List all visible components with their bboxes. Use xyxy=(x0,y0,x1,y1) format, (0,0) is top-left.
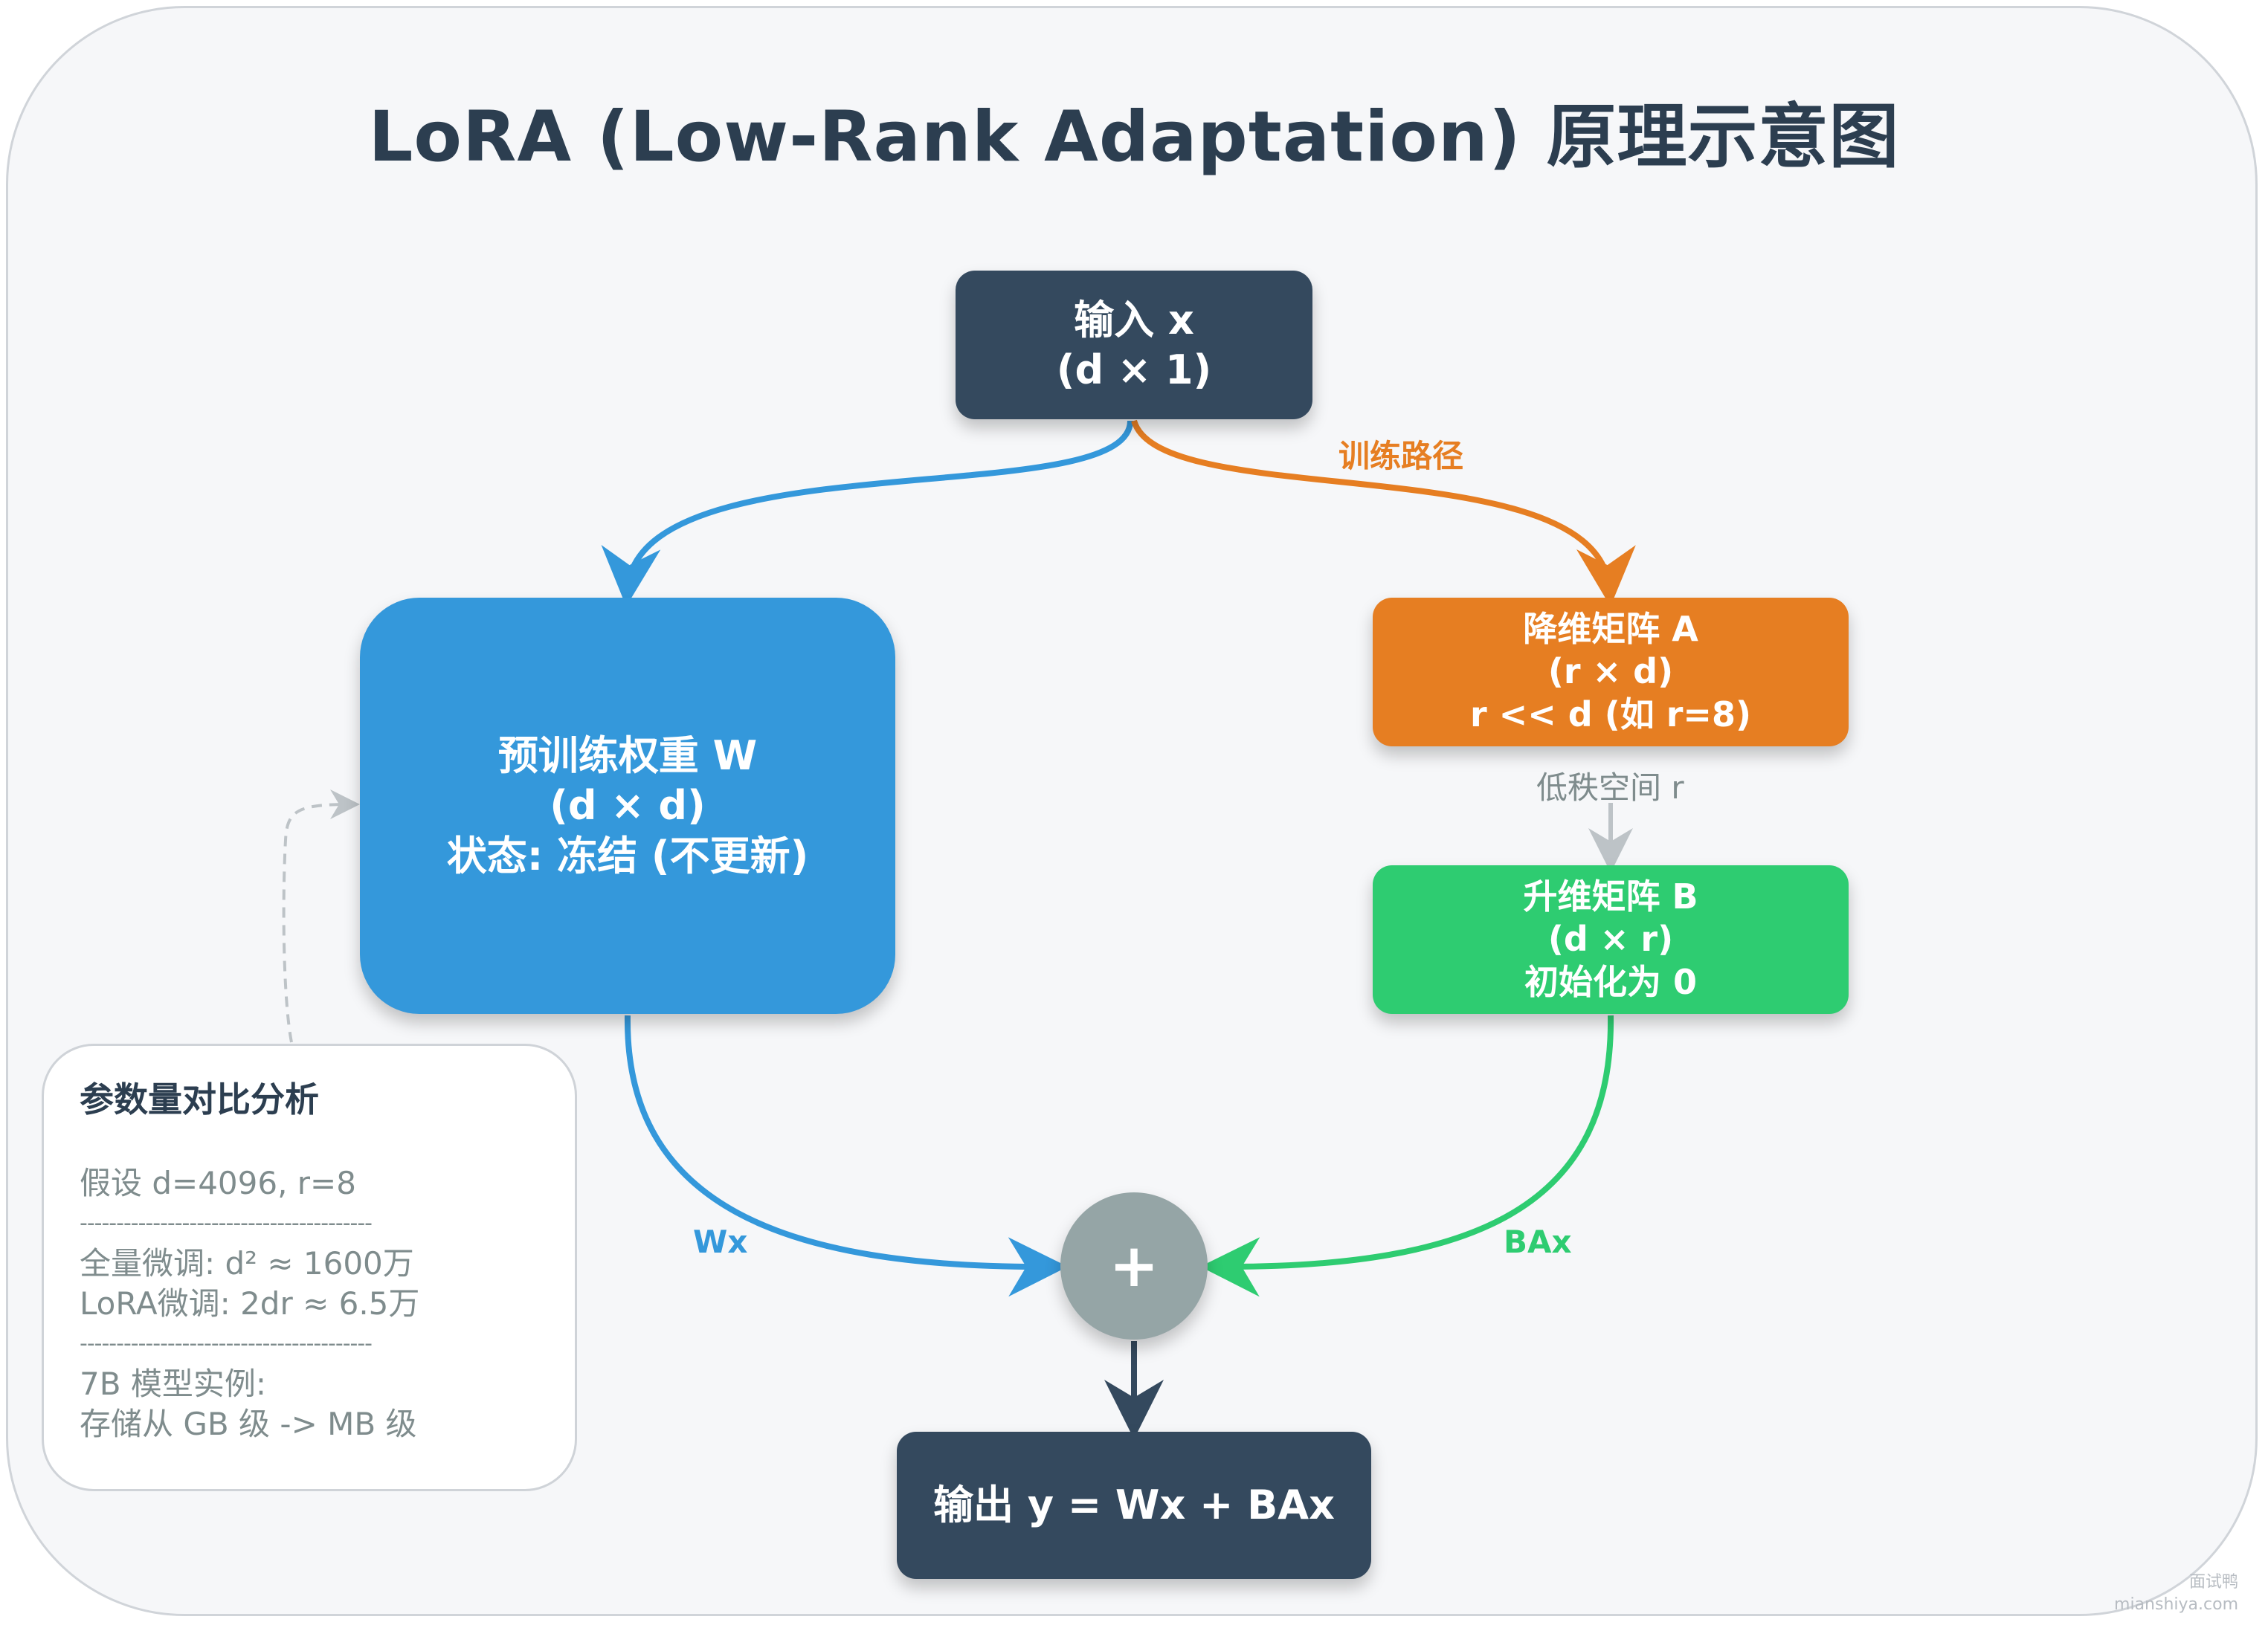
train-path-label: 训练路径 xyxy=(1338,438,1464,474)
note-title: 参数量对比分析 xyxy=(80,1079,319,1120)
output-node-label: 输出 y = Wx + BAx xyxy=(933,1482,1335,1529)
matrix-b-init: 初始化为 0 xyxy=(1524,961,1698,1002)
matrix-a-label: 降维矩阵 A xyxy=(1523,608,1698,649)
note-assumption: 假设 d=4096, r=8 xyxy=(80,1165,356,1201)
note-example-label: 7B 模型实例: xyxy=(80,1366,267,1402)
plus-symbol: + xyxy=(1109,1231,1159,1300)
weight-node-label: 预训练权重 W xyxy=(497,731,758,779)
matrix-b-shape: (d × r) xyxy=(1547,919,1674,960)
input-node: 输入 x (d × 1) xyxy=(956,271,1312,419)
matrix-a-shape: (r × d) xyxy=(1547,651,1674,692)
wx-label: Wx xyxy=(693,1224,748,1260)
edge-w-to-plus xyxy=(624,1015,1068,1297)
output-node: 输出 y = Wx + BAx xyxy=(897,1432,1371,1579)
note-full-finetune: 全量微调: d² ≈ 1600万 xyxy=(80,1245,414,1282)
watermark-url: mianshiya.com xyxy=(2114,1595,2238,1614)
weight-node-shape: (d × d) xyxy=(550,782,706,830)
sum-node: + xyxy=(1060,1192,1208,1340)
input-node-shape: (d × 1) xyxy=(1056,346,1212,393)
matrix-b-label: 升维矩阵 B xyxy=(1523,876,1698,917)
note-lora-finetune: LoRA微调: 2dr ≈ 6.5万 xyxy=(80,1285,420,1322)
pretrained-weight-node: 预训练权重 W (d × d) 状态: 冻结 (不更新) xyxy=(360,598,895,1014)
down-projection-node: 降维矩阵 A (r × d) r << d (如 r=8) xyxy=(1373,598,1849,746)
note-example-value: 存储从 GB 级 -> MB 级 xyxy=(80,1406,417,1442)
watermark: 面试鸭 mianshiya.com xyxy=(2114,1572,2238,1616)
matrix-a-rank: r << d (如 r=8) xyxy=(1469,694,1752,734)
watermark-brand: 面试鸭 xyxy=(2188,1573,2238,1592)
diagram-title: LoRA (Low-Rank Adaptation) 原理示意图 xyxy=(368,97,1900,178)
note-separator: ---------------------------------------- xyxy=(80,1331,373,1357)
edge-b-to-plus xyxy=(1200,1015,1614,1297)
edge-note-to-w xyxy=(282,789,360,1043)
weight-node-state: 状态: 冻结 (不更新) xyxy=(446,832,809,879)
input-node-label: 输入 x xyxy=(1074,296,1194,343)
low-rank-label: 低秩空间 r xyxy=(1536,769,1684,806)
parameter-comparison-note: 参数量对比分析 假设 d=4096, r=8 -----------------… xyxy=(42,1044,577,1491)
edge-input-to-a xyxy=(1131,419,1636,607)
up-projection-node: 升维矩阵 B (d × r) 初始化为 0 xyxy=(1373,865,1849,1014)
edge-input-to-w xyxy=(601,420,1133,607)
bax-label: BAx xyxy=(1504,1224,1572,1260)
note-separator: ---------------------------------------- xyxy=(80,1210,373,1236)
